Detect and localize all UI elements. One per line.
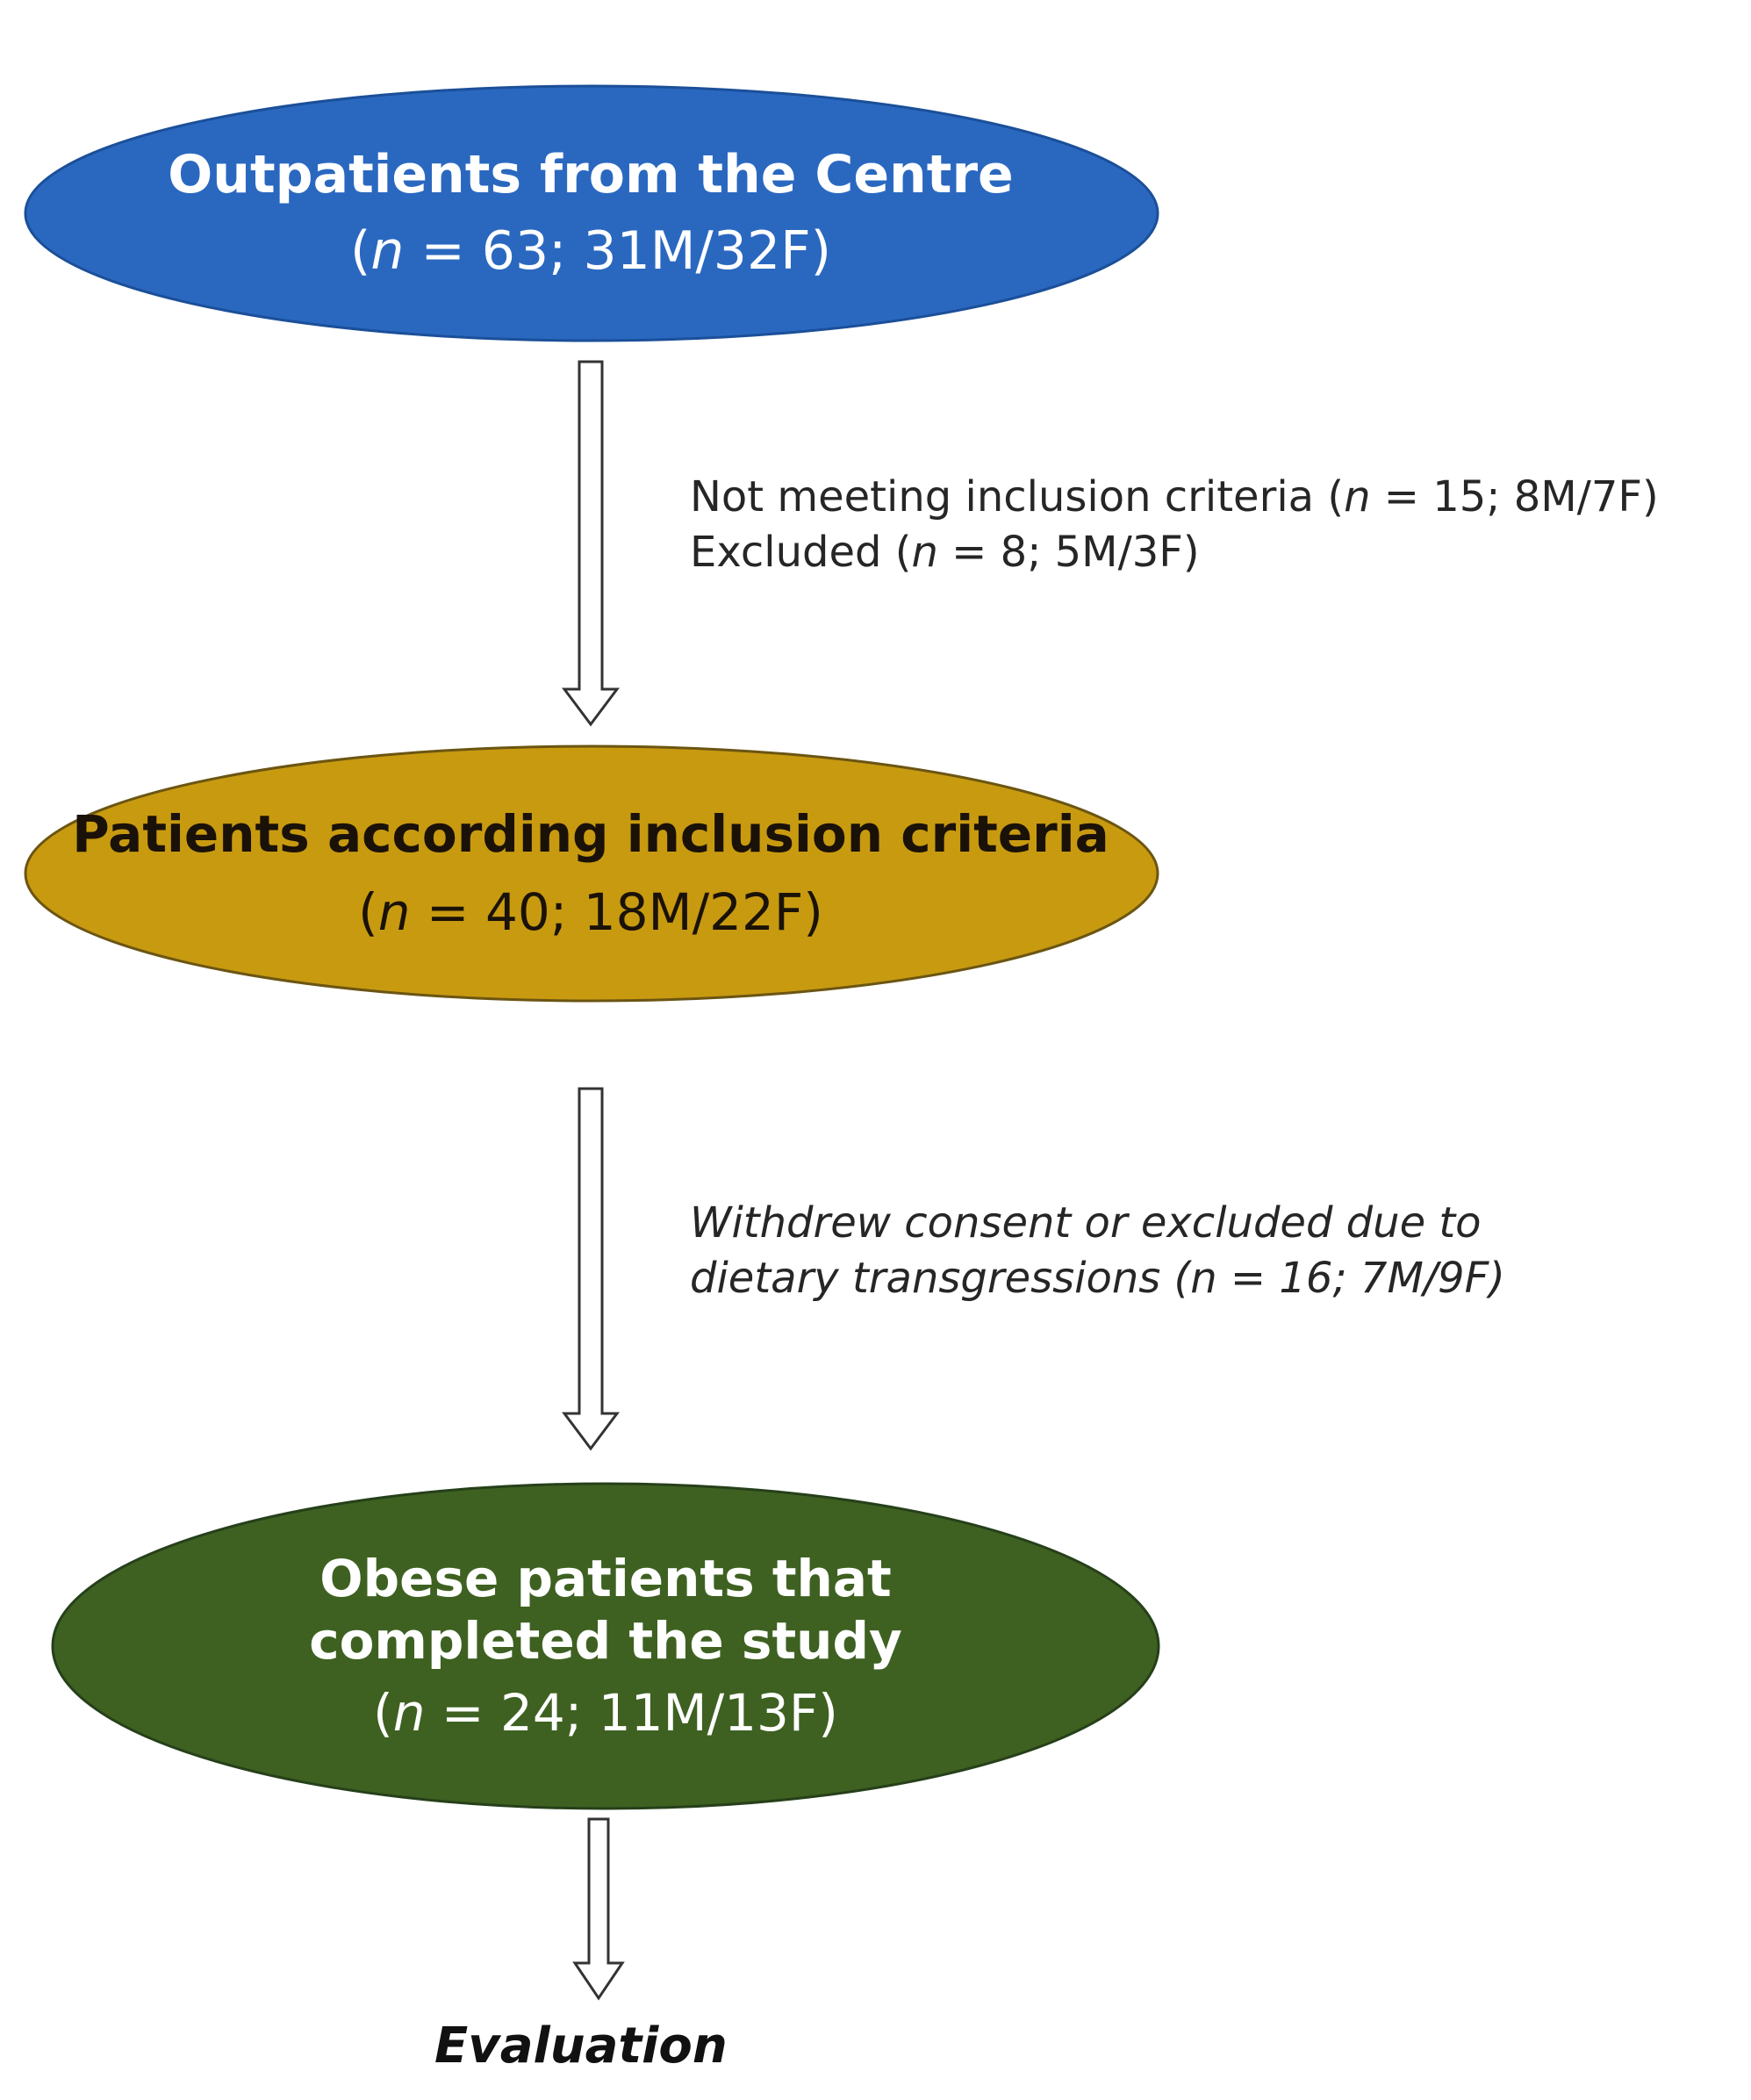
inclusion-title: Patients according inclusion criteria	[72, 804, 1109, 865]
outpatients-ellipse	[24, 84, 1159, 342]
completed-count: (n = 24; 11M/13F)	[373, 1683, 838, 1744]
completed-title: Obese patients that completed the study	[309, 1548, 902, 1672]
exclusion-note: Not meeting inclusion criteria (n = 15; …	[690, 470, 1659, 581]
completed-title-line1: Obese patients that	[319, 1548, 892, 1608]
completed-node: Obese patients that completed the study …	[53, 1484, 1159, 1809]
down-arrow-1	[562, 360, 620, 727]
exclusion-note-line1: Not meeting inclusion criteria (n = 15; …	[690, 472, 1659, 521]
outpatients-title: Outpatients from the Centre	[168, 143, 1014, 205]
exclusion-note-line2: Excluded (n = 8; 5M/3F)	[690, 528, 1200, 578]
inclusion-count: (n = 40; 18M/22F)	[358, 882, 823, 942]
evaluation-label: Evaluation	[434, 2017, 728, 2075]
outpatients-node: Outpatients from the Centre (n = 63; 31M…	[25, 86, 1157, 341]
down-arrow-3	[572, 1817, 625, 2001]
outpatients-count: (n = 63; 31M/32F)	[349, 220, 832, 282]
withdrawal-note-line1: Withdrew consent or excluded due to	[690, 1198, 1482, 1248]
withdrawal-note-line2: dietary transgressions (n = 16; 7M/9F)	[690, 1254, 1505, 1304]
inclusion-node: Patients according inclusion criteria (n…	[25, 746, 1157, 1001]
completed-title-line2: completed the study	[309, 1610, 902, 1671]
completed-ellipse	[51, 1482, 1160, 1810]
withdrawal-note: Withdrew consent or excluded due to diet…	[690, 1196, 1505, 1307]
inclusion-ellipse	[24, 744, 1159, 1003]
down-arrow-2	[562, 1087, 620, 1451]
